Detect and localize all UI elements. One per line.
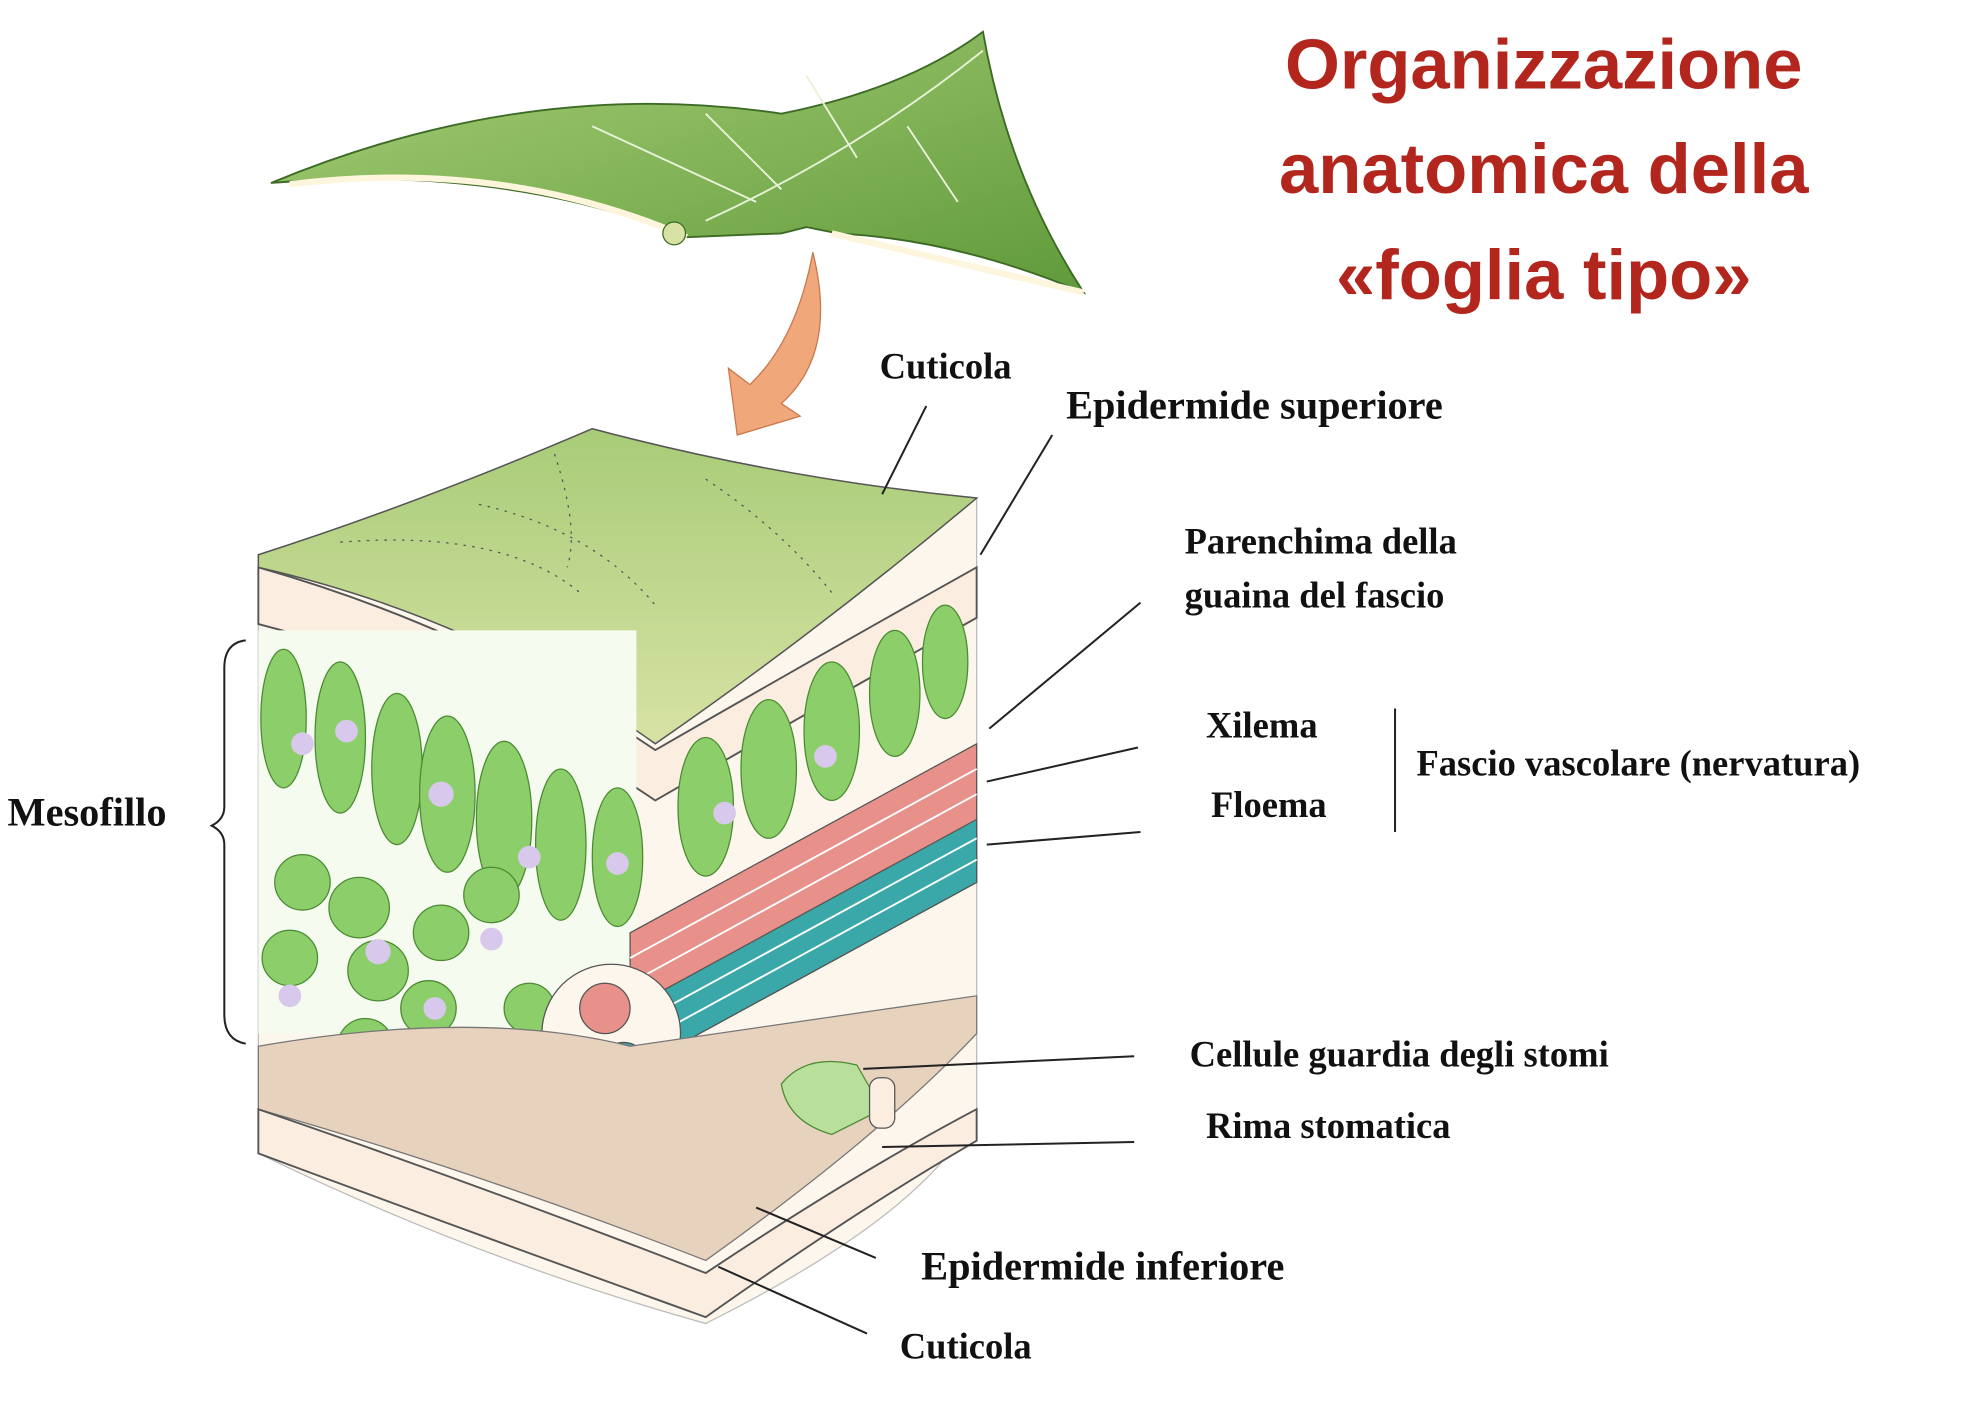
- label-mesofillo: Mesofillo: [8, 790, 167, 835]
- arrow-icon: [727, 252, 822, 436]
- label-parenchima-1: Parenchima della: [1185, 520, 1457, 561]
- mesofillo-bracket: [209, 639, 246, 1045]
- title-line-3: «foglia tipo»: [1336, 235, 1752, 314]
- label-epidermide-inferiore: Epidermide inferiore: [921, 1243, 1284, 1288]
- label-floema: Floema: [1211, 784, 1327, 825]
- title-line-2: anatomica della: [1279, 129, 1809, 208]
- label-fascio-vascolare: Fascio vascolare (nervatura): [1416, 742, 1860, 783]
- label-rima-stomatica: Rima stomatica: [1206, 1105, 1451, 1146]
- title-line-1: Organizzazione: [1285, 24, 1803, 103]
- leader-lines: [717, 405, 1397, 1335]
- leaf-illustration: [270, 30, 1087, 296]
- label-parenchima-2: guaina del fascio: [1185, 575, 1445, 616]
- label-epidermide-superiore: Epidermide superiore: [1066, 383, 1443, 428]
- leaf-cross-section: [257, 427, 979, 1325]
- label-cuticola-top: Cuticola: [880, 345, 1012, 386]
- label-cellule-guardia: Cellule guardia degli stomi: [1190, 1033, 1609, 1074]
- label-cuticola-bottom: Cuticola: [900, 1326, 1032, 1367]
- label-xilema: Xilema: [1206, 704, 1318, 745]
